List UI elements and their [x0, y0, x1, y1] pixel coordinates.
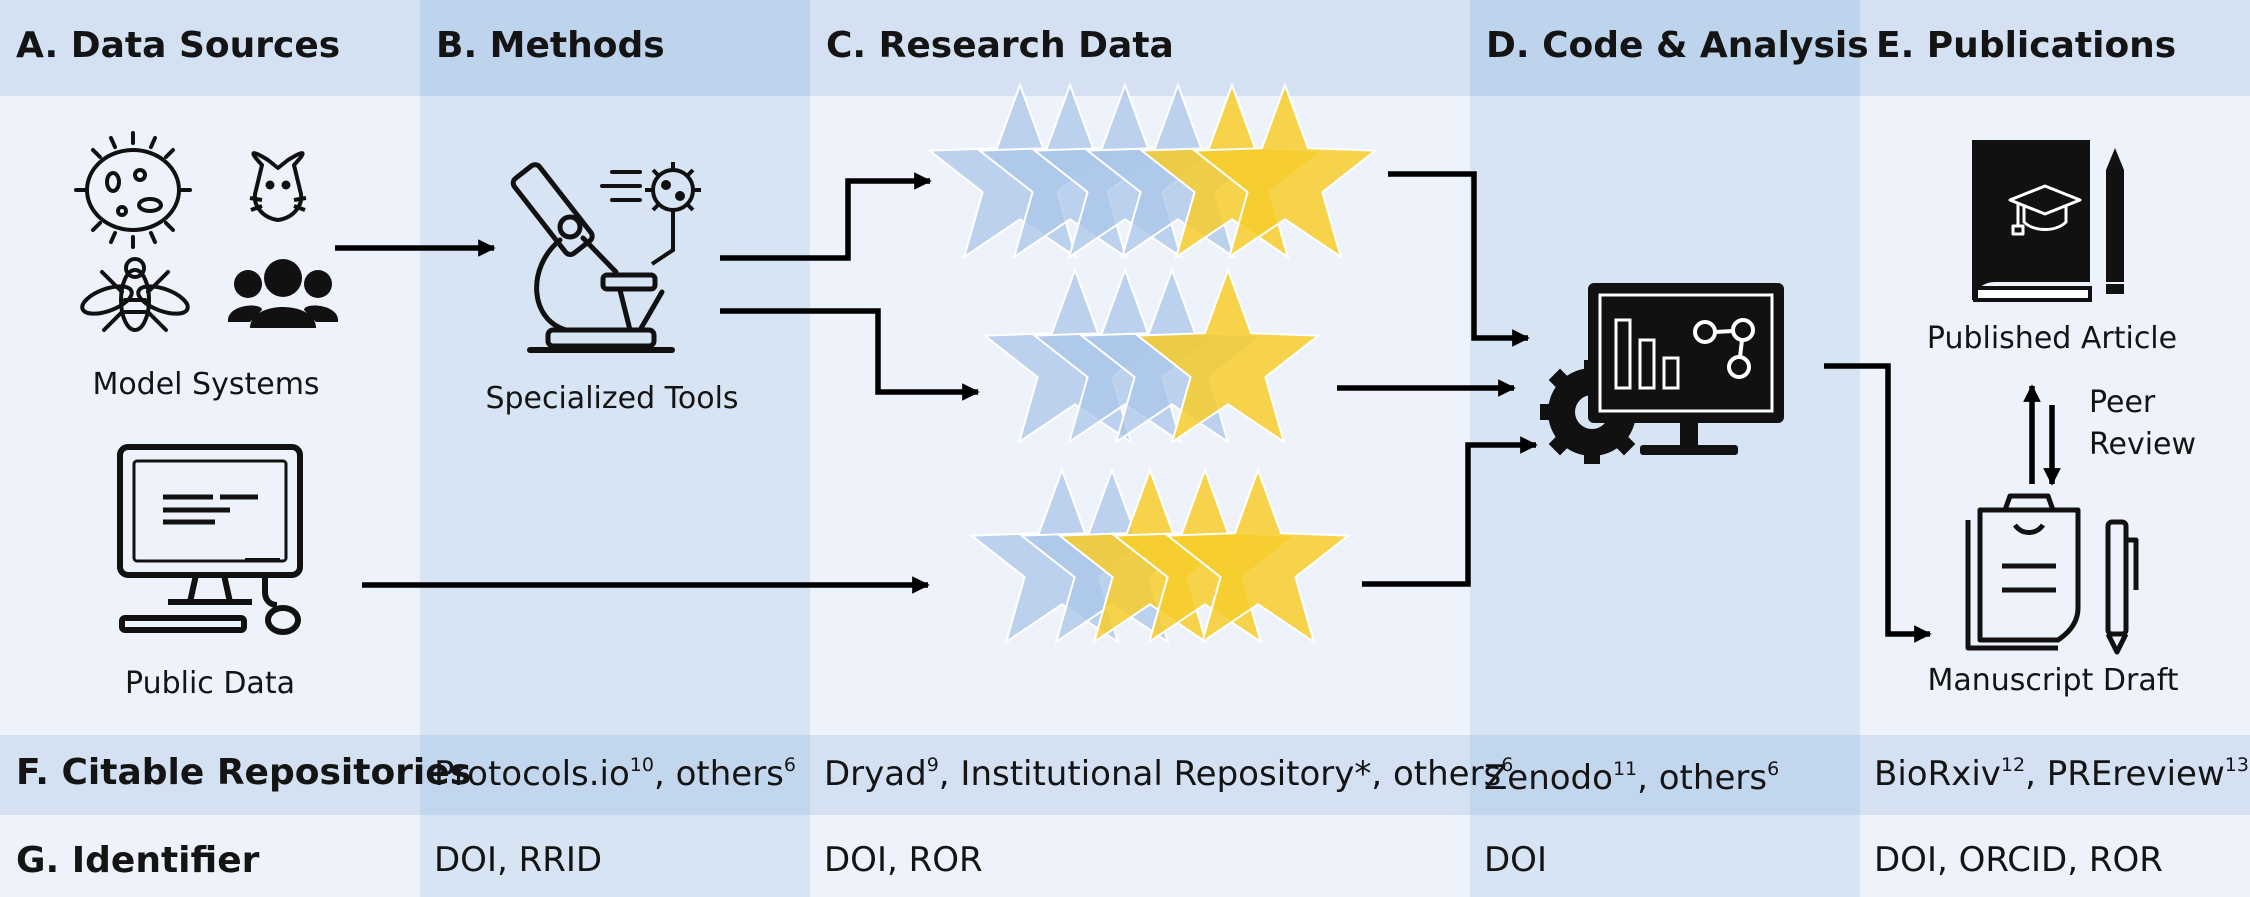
specialized-tools-label: Specialized Tools: [485, 381, 738, 416]
repo-research: Dryad9, Institutional Repository*, other…: [824, 754, 1513, 794]
mouse-icon: [249, 151, 307, 222]
ref-number: 6: [783, 754, 796, 776]
arrow-stars1-to-analysis: [1388, 171, 1530, 347]
repositories-row-band: [0, 735, 2250, 815]
peer-review-label-1: Peer: [2089, 385, 2156, 420]
arrow-stars3-to-analysis: [1362, 436, 1538, 587]
ref-number: 9: [926, 754, 939, 776]
repo-rest: , PREreview: [2025, 754, 2225, 794]
virus-icon: [645, 162, 701, 266]
repo-methods: Protocols.io10, others6: [434, 754, 796, 794]
identifier-code: DOI: [1484, 840, 1547, 880]
star-group-1: [928, 84, 1377, 258]
repo-name: Zenodo: [1484, 758, 1613, 798]
peer-review-label-2: Review: [2089, 427, 2196, 462]
identifier-methods: DOI, RRID: [434, 840, 603, 880]
repositories-row-band-methods: [420, 735, 810, 815]
repo-pubs: BioRxiv12, PREreview13: [1874, 754, 2249, 794]
star-group-3: [970, 469, 1350, 643]
graduation-cap-icon: [2008, 184, 2082, 236]
row-label-identifier: G. Identifier: [16, 840, 260, 881]
public-data-label: Public Data: [125, 666, 295, 701]
header-data-sources: A. Data Sources: [16, 25, 341, 66]
pen-icon: [2105, 519, 2139, 655]
star-group-2: [983, 269, 1320, 443]
book-icon: [1972, 140, 2092, 302]
fly-icon: [80, 257, 190, 332]
header-methods: B. Methods: [436, 25, 665, 66]
header-research-data: C. Research Data: [826, 25, 1174, 66]
repo-name: Dryad: [824, 754, 927, 794]
arrow-tools-to-stars1: [720, 172, 932, 261]
repo-code: Zenodo11, others6: [1484, 758, 1779, 798]
analysis-monitor-icon: [1588, 283, 1784, 455]
repositories-row-band-code: [1470, 735, 1860, 815]
clipboard-icon: [1965, 493, 2081, 651]
repo-name: BioRxiv: [1874, 754, 2001, 794]
arrow-tools-to-stars2: [720, 308, 980, 401]
header-band-methods: [420, 0, 810, 96]
pencil-icon: [2106, 148, 2124, 294]
arrow-analysis-to-draft: [1824, 363, 1932, 643]
row-label-repositories: F. Citable Repositories: [16, 752, 472, 793]
identifier-research: DOI, ROR: [824, 840, 983, 880]
header-code-analysis: D. Code & Analysis: [1486, 25, 1869, 66]
header-publications: E. Publications: [1876, 25, 2177, 66]
bacterium-icon: [74, 131, 192, 249]
ref-number: 12: [2000, 754, 2026, 776]
model-systems-label: Model Systems: [92, 367, 319, 402]
ref-number: 6: [1767, 758, 1780, 780]
ref-number: 13: [2224, 754, 2249, 776]
header-band-code: [1470, 0, 1860, 96]
repo-name: Protocols.io: [434, 754, 630, 794]
arrow-icon: [335, 171, 2061, 643]
repo-rest: , Institutional Repository*, others: [938, 754, 1502, 794]
header-band: [0, 0, 2250, 96]
microscope-icon: [510, 162, 675, 353]
identifier-pubs: DOI, ORCID, ROR: [1874, 840, 2163, 880]
people-icon: [227, 259, 339, 328]
repo-rest: , others: [1637, 758, 1768, 798]
repo-rest: , others: [653, 754, 784, 794]
ref-number: 11: [1612, 758, 1638, 780]
computer-icon: [117, 444, 303, 635]
ref-number: 6: [1501, 754, 1514, 776]
manuscript-draft-label: Manuscript Draft: [1927, 663, 2178, 698]
published-article-label: Published Article: [1927, 321, 2177, 356]
ref-number: 10: [629, 754, 654, 776]
